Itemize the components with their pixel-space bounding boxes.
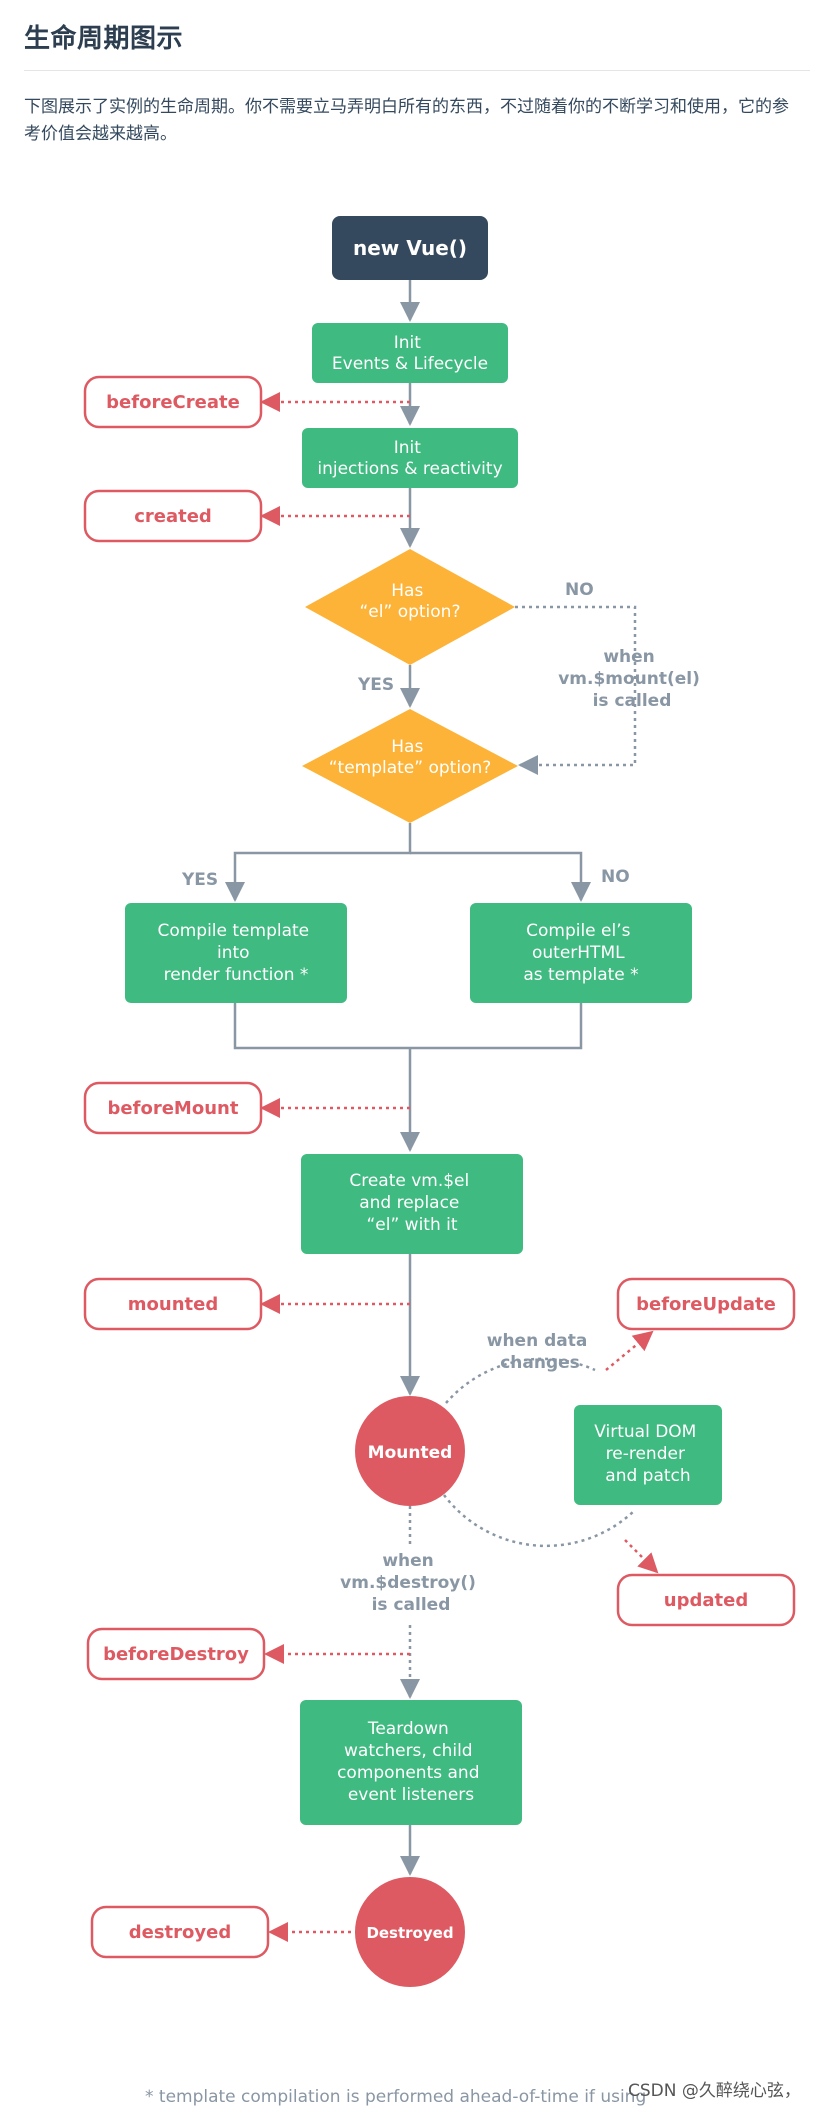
node-compile-template-line2: into — [217, 943, 250, 963]
edge-template-split-no — [410, 851, 591, 902]
watermark: CSDN @久醉绕心弦， — [628, 2081, 801, 2101]
label-no-el: NO — [565, 580, 594, 600]
node-init-events-line2: Events & Lifecycle — [332, 354, 488, 374]
hook-destroyed: destroyed — [129, 1922, 231, 1943]
hook-created: created — [134, 506, 212, 527]
node-compile-template-line1: Compile template — [157, 921, 309, 941]
hook-beforedestroy-box — [86, 1627, 266, 1681]
update-cycle-lower — [443, 1494, 636, 1548]
svg-text:Has “template” option?: Has “template” option? — [329, 737, 492, 778]
title-divider — [24, 70, 810, 71]
hook-beforecreate-box — [83, 375, 263, 429]
node-virtual-dom: Virtual DOM re-render and patch — [574, 1405, 722, 1505]
svg-text:Init injections & reacti: Init injections & reactivity — [317, 438, 502, 479]
node-teardown-line3: components and — [337, 1763, 479, 1783]
connectors — [225, 280, 591, 1876]
decision-has-template-line2: “template” option? — [329, 758, 492, 778]
svg-text:Init Events & Lifecycle: Init Events & Lifecycle — [332, 333, 488, 374]
node-compile-el-line3: as template * — [523, 965, 638, 985]
edge-template-split — [225, 823, 412, 902]
state-destroyed-label: Destroyed — [366, 1924, 453, 1942]
hook-beforeupdate-box — [616, 1277, 796, 1331]
node-create-el-line3: “el” with it — [366, 1215, 457, 1235]
node-virtual-dom-line1: Virtual DOM — [594, 1422, 696, 1442]
node-init-injections: Init injections & reactivity — [302, 428, 518, 488]
hook-updated-box — [616, 1573, 796, 1627]
intro-paragraph: 下图展示了实例的生命周期。你不需要立马弄明白所有的东西，不过随着你的不断学习和使… — [24, 97, 789, 144]
hook-mounted: mounted — [128, 1294, 218, 1315]
svg-text:Compile el’s outerHTML: Compile el’s outerHTML as template * — [523, 921, 638, 985]
edge-el-no-branch — [515, 605, 637, 775]
node-compile-template: Compile template into render function * — [125, 903, 347, 1003]
node-init-events-line1: Init — [394, 333, 422, 353]
footnote: * template compilation is performed ahea… — [145, 2087, 646, 2107]
node-init-injections-line2: injections & reactivity — [317, 459, 502, 479]
svg-text:Compile template into: Compile template into render function * — [157, 921, 314, 985]
dotted-connectors — [400, 605, 637, 1699]
node-create-el-line1: Create vm.$el — [349, 1171, 469, 1191]
hook-beforecreate: beforeCreate — [106, 392, 240, 413]
hook-destroyed-box — [90, 1905, 270, 1959]
hook-boxes — [83, 375, 796, 1959]
label-when-mount: when vm.$mount(el) is called — [558, 647, 706, 711]
hook-mounted-box — [83, 1277, 263, 1331]
node-init-injections-line1: Init — [394, 438, 422, 458]
node-new-vue-label: new Vue() — [353, 236, 467, 260]
node-virtual-dom-line3: and patch — [605, 1466, 690, 1486]
decision-has-template-line1: Has — [391, 737, 423, 757]
decision-has-el-line1: Has — [391, 581, 423, 601]
node-compile-el-line1: Compile el’s — [526, 921, 631, 941]
edge-compile-merge — [233, 1003, 583, 1050]
update-cycle-upper — [445, 1357, 596, 1404]
svg-text:Virtual DOM re-render: Virtual DOM re-render and patch — [594, 1422, 702, 1486]
node-compile-el: Compile el’s outerHTML as template * — [470, 903, 692, 1003]
state-mounted: Mounted — [355, 1396, 465, 1506]
hook-connectors — [260, 392, 659, 1942]
node-teardown-line2: watchers, child — [344, 1741, 473, 1761]
node-virtual-dom-line2: re-render — [606, 1444, 685, 1464]
label-yes-el: YES — [357, 675, 394, 695]
node-create-el: Create vm.$el and replace “el” with it — [301, 1154, 523, 1254]
node-teardown: Teardown watchers, child components and … — [300, 1700, 522, 1825]
hook-updated: updated — [664, 1590, 748, 1611]
decision-has-template: Has “template” option? — [302, 709, 518, 823]
state-destroyed: Destroyed — [355, 1877, 465, 1987]
hook-beforedestroy: beforeDestroy — [103, 1644, 249, 1665]
node-compile-template-line3: render function * — [164, 965, 309, 985]
hook-beforeupdate: beforeUpdate — [636, 1294, 776, 1315]
node-init-events: Init Events & Lifecycle — [312, 323, 508, 383]
node-compile-el-line2: outerHTML — [532, 943, 625, 963]
hook-created-box — [83, 489, 263, 543]
svg-text:Teardown watchers, child: Teardown watchers, child components and … — [337, 1719, 485, 1805]
node-create-el-line2: and replace — [359, 1193, 459, 1213]
page-title: 生命周期图示 — [24, 24, 184, 54]
hook-labels: beforeCreate created beforeMount mounted… — [103, 392, 776, 1943]
label-no-template: NO — [601, 867, 630, 887]
edge-beforeupdate — [605, 1330, 654, 1371]
label-when-destroy: when vm.$destroy() is called — [340, 1551, 482, 1615]
label-yes-template: YES — [181, 870, 218, 890]
node-teardown-line4: event listeners — [348, 1785, 474, 1805]
svg-text:Create vm.$el and replac: Create vm.$el and replace “el” with it — [349, 1171, 474, 1235]
state-mounted-label: Mounted — [368, 1443, 453, 1463]
svg-text:Has “el” option?: Has “el” option? — [360, 581, 461, 622]
decision-has-el: Has “el” option? — [305, 549, 515, 665]
node-new-vue: new Vue() — [332, 216, 488, 280]
edge-labels: NO YES YES NO when vm.$mount(el) is call… — [181, 580, 706, 1615]
edge-updated — [624, 1539, 659, 1574]
label-when-data: when data changes — [487, 1331, 594, 1373]
node-teardown-line1: Teardown — [367, 1719, 449, 1739]
hook-beforemount: beforeMount — [108, 1098, 239, 1119]
decision-has-el-line2: “el” option? — [360, 602, 461, 622]
hook-beforemount-box — [83, 1081, 263, 1135]
